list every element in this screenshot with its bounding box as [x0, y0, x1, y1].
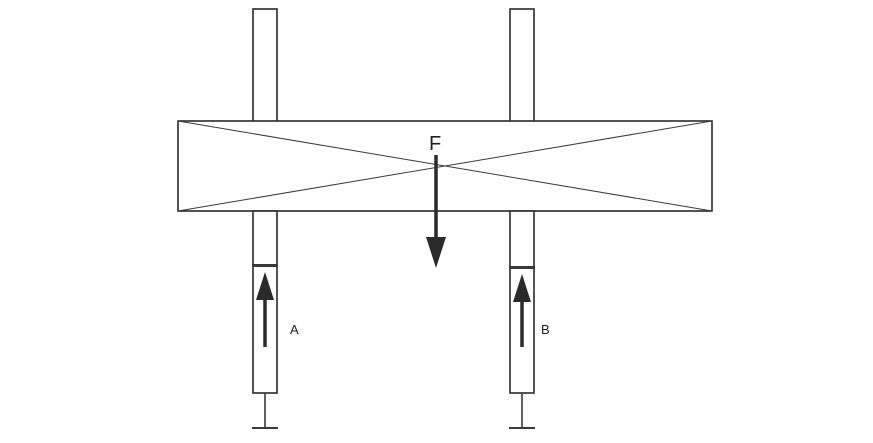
right-upper-column: [509, 8, 535, 123]
beam: [177, 120, 713, 212]
support-a-upper-block: [252, 210, 278, 266]
force-arrow-head: [426, 237, 446, 268]
beam-diagonal-2: [177, 120, 713, 212]
support-b-upper-block: [509, 210, 535, 268]
force-f: [426, 155, 446, 268]
reaction-b-arrow-head: [513, 274, 531, 302]
support-a: [252, 210, 278, 429]
support-b-label: B: [541, 322, 550, 337]
support-b: [509, 210, 535, 429]
support-a-label: A: [290, 322, 299, 337]
reaction-a-arrow-head: [256, 272, 274, 300]
force-label: F: [429, 133, 441, 155]
left-upper-column: [252, 8, 278, 123]
